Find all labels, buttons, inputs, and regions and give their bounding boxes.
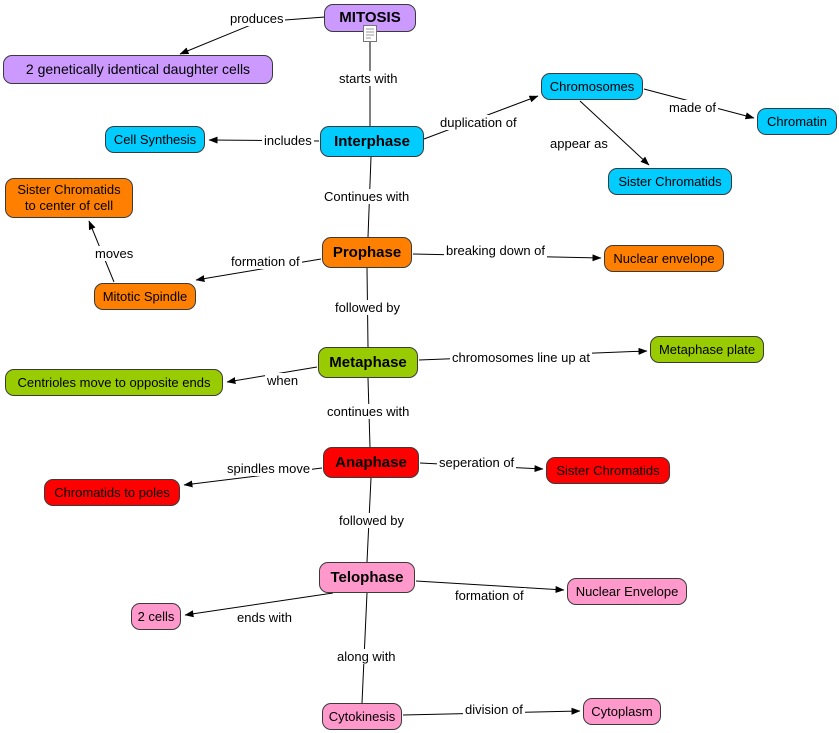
node-chromosomes[interactable]: Chromosomes: [541, 73, 643, 100]
edge-formation-of-envelope: [415, 580, 565, 593]
link-label-continues-with-2[interactable]: continues with: [325, 404, 412, 419]
node-sister-chromatids-anaphase[interactable]: Sister Chromatids: [546, 457, 670, 484]
node-sister-chromatids-center[interactable]: Sister Chromatids to center of cell: [5, 178, 133, 218]
node-chromatin[interactable]: Chromatin: [757, 108, 837, 135]
link-label-appear-as[interactable]: appear as: [548, 136, 610, 151]
edge-ends-with: [184, 592, 334, 618]
link-label-spindles-move[interactable]: spindles move: [225, 461, 313, 476]
node-prophase[interactable]: Prophase: [322, 237, 412, 268]
node-anaphase[interactable]: Anaphase: [323, 447, 419, 478]
node-metaphase[interactable]: Metaphase: [318, 347, 418, 378]
link-label-seperation-of[interactable]: seperation of: [437, 455, 517, 470]
node-centrioles[interactable]: Centrioles move to opposite ends: [5, 369, 223, 396]
edge-appear-as: [579, 100, 650, 166]
node-cell-synthesis[interactable]: Cell Synthesis: [105, 126, 205, 153]
node-two-cells[interactable]: 2 cells: [131, 603, 181, 630]
node-nuclear-envelope-prophase[interactable]: Nuclear envelope: [604, 245, 724, 272]
node-chromatids-to-poles[interactable]: Chromatids to poles: [44, 479, 180, 506]
node-nuclear-envelope-telophase[interactable]: Nuclear Envelope: [567, 578, 687, 605]
link-label-formation-of-envelope[interactable]: formation of: [453, 588, 526, 603]
link-label-when[interactable]: when: [265, 373, 301, 388]
link-label-starts-with[interactable]: starts with: [337, 71, 400, 86]
link-label-ends-with[interactable]: ends with: [235, 610, 294, 625]
link-label-breaking-down-of[interactable]: breaking down of: [444, 243, 548, 258]
node-metaphase-plate[interactable]: Metaphase plate: [650, 336, 764, 363]
link-label-followed-by-2[interactable]: followed by: [337, 513, 407, 528]
link-label-moves[interactable]: moves: [93, 246, 136, 261]
edge-along-with: [361, 592, 368, 704]
link-label-formation-of-spindle[interactable]: formation of: [229, 254, 302, 269]
link-label-followed-by-1[interactable]: followed by: [333, 300, 403, 315]
node-sister-chromatids-interphase[interactable]: Sister Chromatids: [608, 168, 732, 195]
link-label-duplication-of[interactable]: duplication of: [438, 115, 519, 130]
node-daughter-cells[interactable]: 2 genetically identical daughter cells: [3, 55, 273, 84]
link-label-along-with[interactable]: along with: [335, 649, 398, 664]
node-cytoplasm[interactable]: Cytoplasm: [583, 698, 661, 725]
link-label-includes[interactable]: includes: [262, 133, 314, 148]
node-mitotic-spindle[interactable]: Mitotic Spindle: [94, 283, 196, 310]
node-interphase[interactable]: Interphase: [320, 126, 424, 157]
document-attachment-icon[interactable]: [363, 25, 377, 42]
link-label-continues-with-1[interactable]: Continues with: [322, 189, 412, 204]
node-cytokinesis[interactable]: Cytokinesis: [322, 703, 402, 730]
link-label-produces[interactable]: produces: [228, 11, 286, 26]
link-label-line-up-at[interactable]: chromosomes line up at: [450, 350, 593, 365]
document-attachment-icon-glyph: [363, 25, 377, 42]
link-label-division-of[interactable]: division of: [463, 702, 525, 717]
link-label-made-of[interactable]: made of: [667, 100, 718, 115]
node-telophase[interactable]: Telophase: [319, 562, 415, 593]
